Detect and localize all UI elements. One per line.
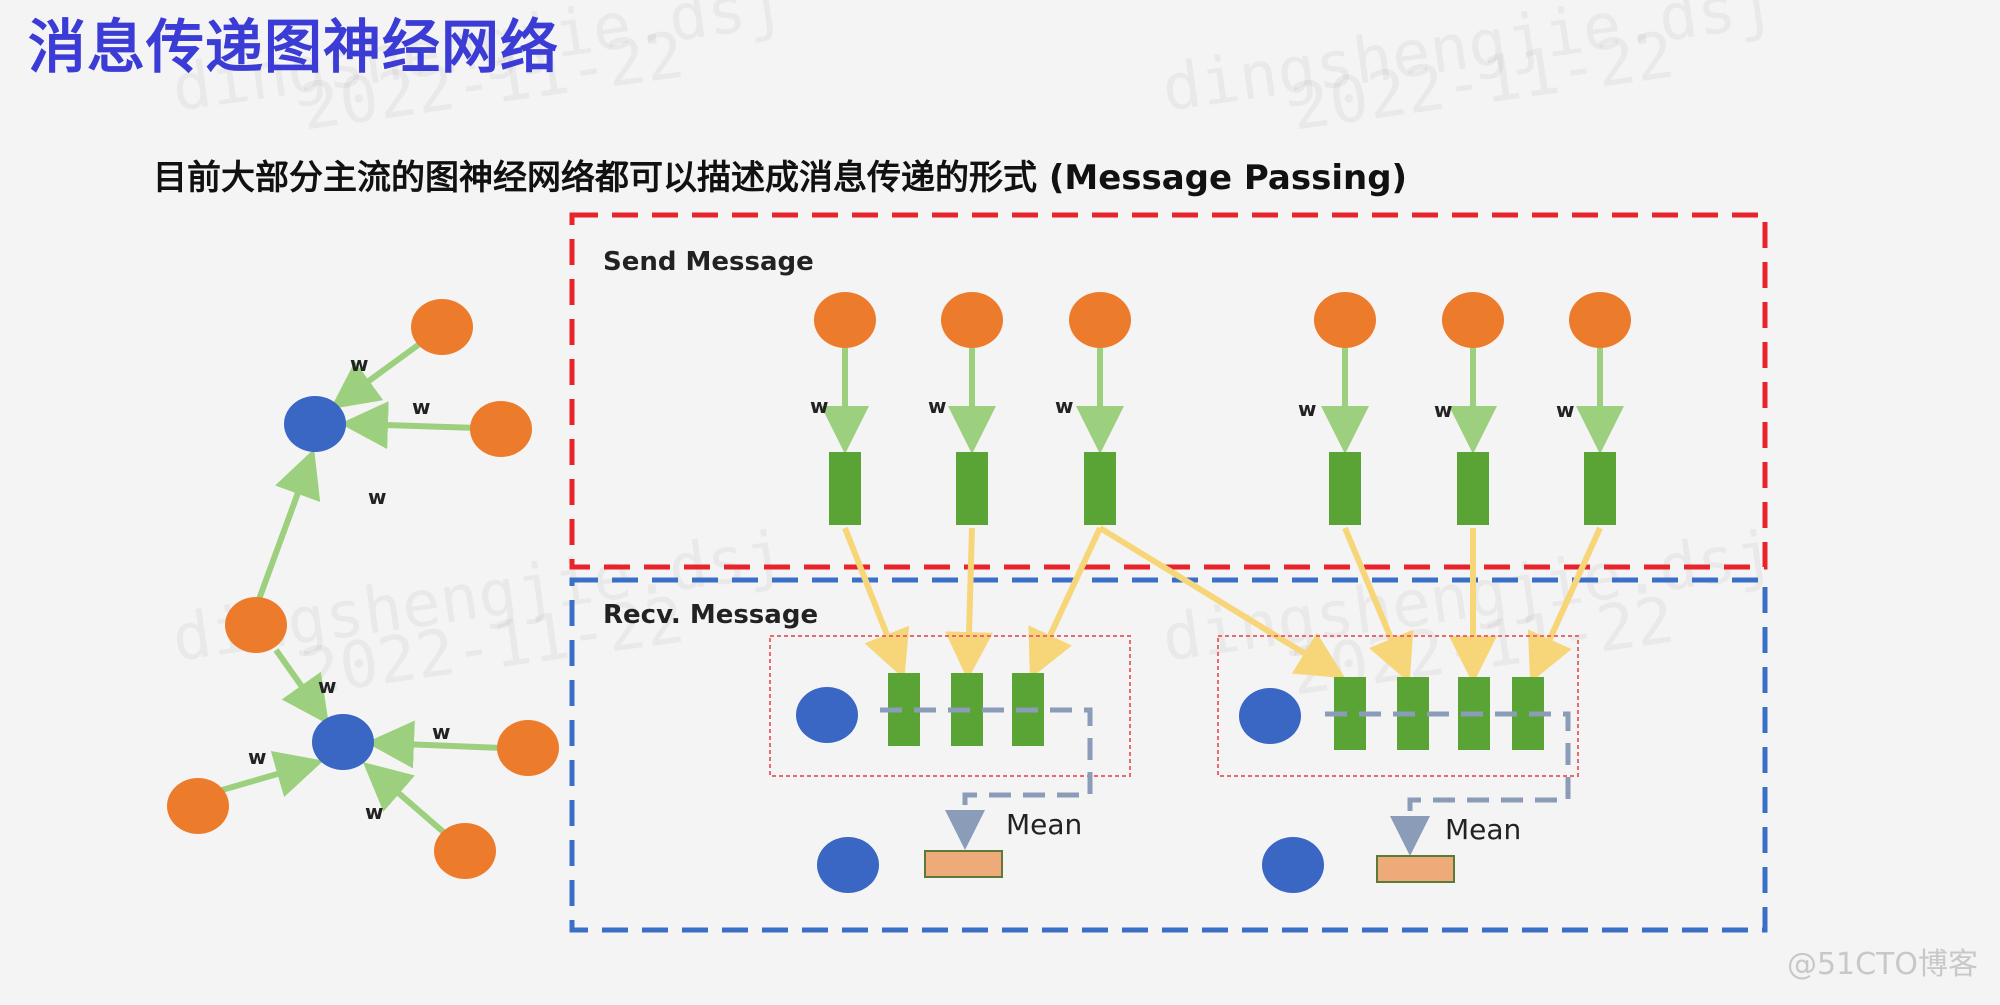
sender-node bbox=[1314, 292, 1376, 348]
send-arrow bbox=[1098, 525, 1346, 679]
sender-node bbox=[1442, 292, 1504, 348]
send-arrow bbox=[1342, 526, 1414, 684]
weight-label: w bbox=[928, 394, 947, 418]
send-arrow bbox=[1527, 526, 1603, 683]
neighbor-node bbox=[225, 597, 287, 653]
message-rect bbox=[1084, 452, 1116, 525]
target-node bbox=[817, 837, 879, 893]
neighbor-node bbox=[167, 778, 229, 834]
sender-node bbox=[1569, 292, 1631, 348]
send-message-label: Send Message bbox=[603, 247, 814, 277]
send-arrow bbox=[1028, 526, 1103, 679]
target-node bbox=[284, 396, 346, 452]
weight-label: w bbox=[1055, 394, 1074, 418]
send-arrow bbox=[945, 527, 994, 680]
weight-label: w bbox=[365, 800, 384, 824]
page-title: 消息传递图神经网络 bbox=[28, 13, 560, 81]
neighbor-node bbox=[434, 823, 496, 879]
weight-label: w bbox=[810, 394, 829, 418]
send-section bbox=[814, 292, 1631, 525]
neighbor-node bbox=[470, 401, 532, 457]
edge-arrow bbox=[221, 750, 324, 798]
recv-group-1 bbox=[769, 635, 1131, 893]
mean-rect bbox=[924, 850, 1003, 878]
recv-message-label: Recv. Message bbox=[603, 600, 819, 630]
edge-arrow bbox=[362, 762, 450, 839]
sender-node bbox=[941, 292, 1003, 348]
message-rect bbox=[956, 452, 988, 525]
message-rect bbox=[1584, 452, 1616, 525]
group-box bbox=[769, 635, 1131, 777]
weight-label: w bbox=[1556, 398, 1575, 422]
message-rect bbox=[1329, 452, 1361, 525]
mean-rect bbox=[1376, 855, 1455, 883]
group-box bbox=[1217, 635, 1579, 777]
edge-arrow bbox=[366, 720, 503, 769]
edge-arrow bbox=[255, 448, 321, 604]
mean-arrow-path bbox=[880, 707, 1093, 850]
message-rect bbox=[1457, 452, 1489, 525]
edge-arrow bbox=[330, 337, 427, 410]
sender-node bbox=[814, 292, 876, 348]
weight-label: w bbox=[350, 352, 369, 376]
send-arrow bbox=[842, 526, 910, 680]
weight-label: w bbox=[432, 720, 451, 744]
page-subtitle: 目前大部分主流的图神经网络都可以描述成消息传递的形式 (Message Pass… bbox=[153, 158, 1408, 198]
neighbor-node bbox=[411, 299, 473, 355]
weight-label: w bbox=[368, 485, 387, 509]
weight-label: w bbox=[412, 395, 431, 419]
target-node bbox=[796, 687, 858, 743]
mean-label: Mean bbox=[1006, 808, 1083, 841]
neighbor-node bbox=[497, 720, 559, 776]
weight-label: w bbox=[1298, 397, 1317, 421]
edge-arrow bbox=[273, 648, 329, 725]
left-graph-nodes bbox=[167, 299, 559, 879]
recv-group-2 bbox=[1217, 635, 1579, 893]
footer-watermark: @51CTO博客 bbox=[1786, 947, 1978, 982]
weight-label: w bbox=[318, 674, 337, 698]
edge-arrow bbox=[340, 401, 479, 450]
weight-label: w bbox=[248, 745, 267, 769]
send-arrows bbox=[842, 525, 1603, 684]
weight-label: w bbox=[1434, 398, 1453, 422]
recv-message-box bbox=[569, 577, 1768, 933]
sender-node bbox=[1069, 292, 1131, 348]
target-node bbox=[312, 714, 374, 770]
mean-label: Mean bbox=[1445, 813, 1522, 846]
message-rect bbox=[829, 452, 861, 525]
target-node bbox=[1239, 688, 1301, 744]
left-graph-edges bbox=[221, 337, 503, 839]
target-node bbox=[1262, 837, 1324, 893]
